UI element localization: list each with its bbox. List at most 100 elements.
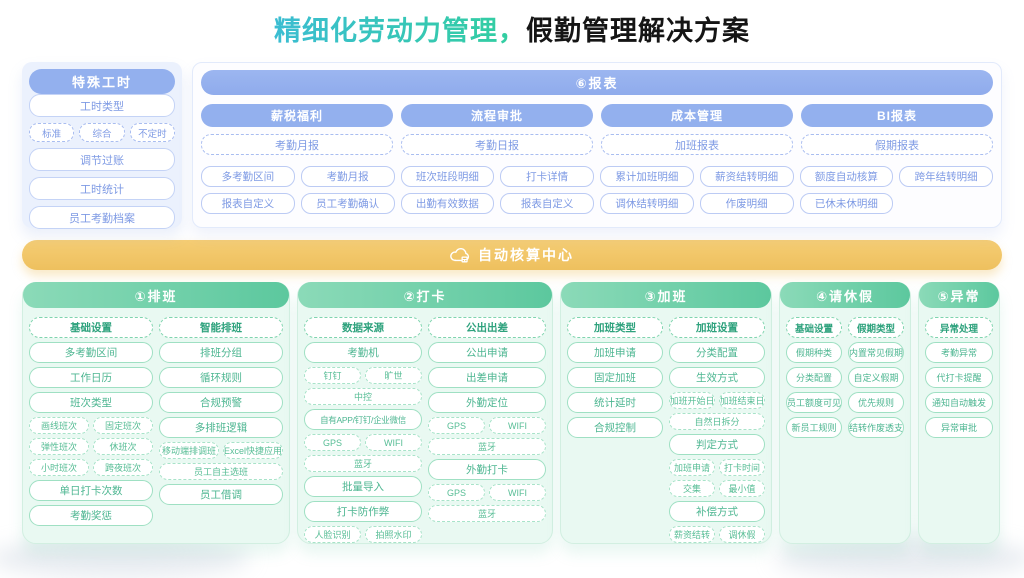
- feature-pill: 批量导入: [304, 476, 422, 497]
- feature-pill: 考勤机: [304, 342, 422, 363]
- pill-row: 小时班次跨夜班次: [29, 459, 153, 476]
- feature-pill: 旷世: [365, 367, 422, 384]
- module-panel: ③加班加班类型加班申请固定加班统计延时合规控制加班设置分类配置生效方式加班开始日…: [560, 282, 772, 544]
- report-item-pill: 已休未休明细: [799, 193, 894, 214]
- report-item-pill: 打卡详情: [500, 166, 594, 187]
- module-panel: ①排班基础设置多考勤区间工作日历班次类型画线班次固定班次弹性班次休班次小时班次跨…: [22, 282, 290, 544]
- report-category-header: 薪税福利: [201, 104, 393, 127]
- report-category: BI报表假期报表: [801, 104, 993, 155]
- feature-pill: 人脸识别: [304, 526, 361, 543]
- special-hours-sidebar: 特殊工时 工时类型标准综合不定时调节过账工时统计员工考勤档案: [22, 62, 182, 229]
- pill-row: 交集最小值: [669, 480, 765, 497]
- pill-row: 补偿方式: [669, 501, 765, 522]
- pill-row: 中控: [304, 388, 422, 405]
- panel-columns: 基础设置假期种类分类配置员工额度可见新员工规则假期类型内置常见假期自定义假期优先…: [786, 317, 904, 438]
- feature-pill: 生效方式: [669, 367, 765, 388]
- pill-row: 批量导入: [304, 476, 422, 497]
- feature-pill: 自然日拆分: [669, 413, 765, 430]
- module-panel-header: ⑤异常: [919, 282, 999, 308]
- module-panel: ⑤异常异常处理考勤异常代打卡提醒通知自动触发异常审批: [918, 282, 1000, 544]
- feature-pill: 分类配置: [786, 367, 842, 388]
- panel-column: 异常处理考勤异常代打卡提醒通知自动触发异常审批: [925, 317, 993, 438]
- pill-row: 考勤机: [304, 342, 422, 363]
- pill-row: 统计延时: [567, 392, 663, 413]
- feature-pill: 假期种类: [786, 342, 842, 363]
- pill-row: 员工考勤档案: [29, 206, 175, 229]
- feature-pill: 固定班次: [93, 417, 153, 434]
- group-header-pill: 基础设置: [786, 317, 842, 338]
- feature-pill: 判定方式: [669, 434, 765, 455]
- pill-row: 内置常见假期: [848, 342, 904, 363]
- panels-row: ①排班基础设置多考勤区间工作日历班次类型画线班次固定班次弹性班次休班次小时班次跨…: [0, 282, 1024, 544]
- pill-row: 智能排班: [159, 317, 283, 338]
- report-category-header: 流程审批: [401, 104, 593, 127]
- pill-row: 基础设置: [29, 317, 153, 338]
- feature-pill: 工时类型: [29, 94, 175, 117]
- pill-row: 新员工规则: [786, 417, 842, 438]
- report-item-pill: 多考勤区间: [201, 166, 295, 187]
- decorative-wisp: [774, 538, 1024, 578]
- report-item-pill: 作废明细: [699, 193, 794, 214]
- feature-pill: 单日打卡次数: [29, 480, 153, 501]
- page-title-rest: 假勤管理解决方案: [526, 16, 750, 46]
- feature-pill: 薪资结转: [669, 526, 715, 543]
- pill-row: 工时类型: [29, 94, 175, 117]
- pill-row: 判定方式: [669, 434, 765, 455]
- report-item-pill: 薪资结转明细: [699, 166, 794, 187]
- feature-pill: 员工自主选班: [159, 463, 283, 480]
- feature-pill: 自有APP/钉钉/企业微信: [304, 409, 422, 430]
- feature-pill: GPS: [428, 484, 485, 501]
- pill-row: 排班分组: [159, 342, 283, 363]
- report-item-pill: 跨年结转明细: [899, 166, 993, 187]
- pill-row: 出差申请: [428, 367, 546, 388]
- report-item-pill: 考勤月报: [300, 166, 395, 187]
- feature-pill: 工作日历: [29, 367, 153, 388]
- report-category-header: 成本管理: [601, 104, 793, 127]
- pill-row: 弹性班次休班次: [29, 438, 153, 455]
- module-panel-header: ①排班: [23, 282, 289, 308]
- feature-pill: 优先规则: [848, 392, 904, 413]
- panel-column: 加班设置分类配置生效方式加班开始日加班结束日自然日拆分判定方式加班申请打卡时间交…: [669, 317, 765, 543]
- pill-row: 单日打卡次数: [29, 480, 153, 501]
- pill-row: 异常审批: [925, 417, 993, 438]
- page-title: 精细化劳动力管理，假勤管理解决方案: [0, 0, 1024, 48]
- pill-row: 循环规则: [159, 367, 283, 388]
- pill-row: 考勤异常: [925, 342, 993, 363]
- feature-pill: 新员工规则: [786, 417, 842, 438]
- feature-pill: WIFI: [365, 434, 422, 451]
- feature-pill: WIFI: [489, 417, 546, 434]
- feature-pill: 合规控制: [567, 417, 663, 438]
- feature-pill: 公出申请: [428, 342, 546, 363]
- pill-row: 工作日历: [29, 367, 153, 388]
- report-item-pill: 额度自动核算: [799, 166, 894, 187]
- sidebar-header: 特殊工时: [29, 69, 175, 94]
- pill-row: 人脸识别拍照水印: [304, 526, 422, 543]
- pill-row: 代打卡提醒: [925, 367, 993, 388]
- pill-row: 加班申请: [567, 342, 663, 363]
- panel-column: 假期类型内置常见假期自定义假期优先规则结转作废透支: [848, 317, 904, 438]
- report-category-sub: 考勤日报: [401, 134, 593, 155]
- pill-row: 加班类型: [567, 317, 663, 338]
- feature-pill: 拍照水印: [365, 526, 422, 543]
- feature-pill: 员工考勤档案: [29, 206, 175, 229]
- feature-pill: 蓝牙: [304, 455, 422, 472]
- feature-pill: GPS: [428, 417, 485, 434]
- pill-row: 加班申请打卡时间: [669, 459, 765, 476]
- feature-pill: 结转作废透支: [848, 417, 904, 438]
- feature-pill: 移动端排调班: [159, 442, 219, 459]
- pill-row: 工时统计: [29, 177, 175, 200]
- feature-pill: 员工额度可见: [786, 392, 842, 413]
- page-title-highlight: 精细化劳动力管理，: [274, 16, 526, 46]
- pill-row: 考勤奖惩: [29, 505, 153, 526]
- pill-row: 自然日拆分: [669, 413, 765, 430]
- pill-row: 分类配置: [669, 342, 765, 363]
- group-header-pill: 智能排班: [159, 317, 283, 338]
- feature-pill: 小时班次: [29, 459, 89, 476]
- feature-pill: 自定义假期: [848, 367, 904, 388]
